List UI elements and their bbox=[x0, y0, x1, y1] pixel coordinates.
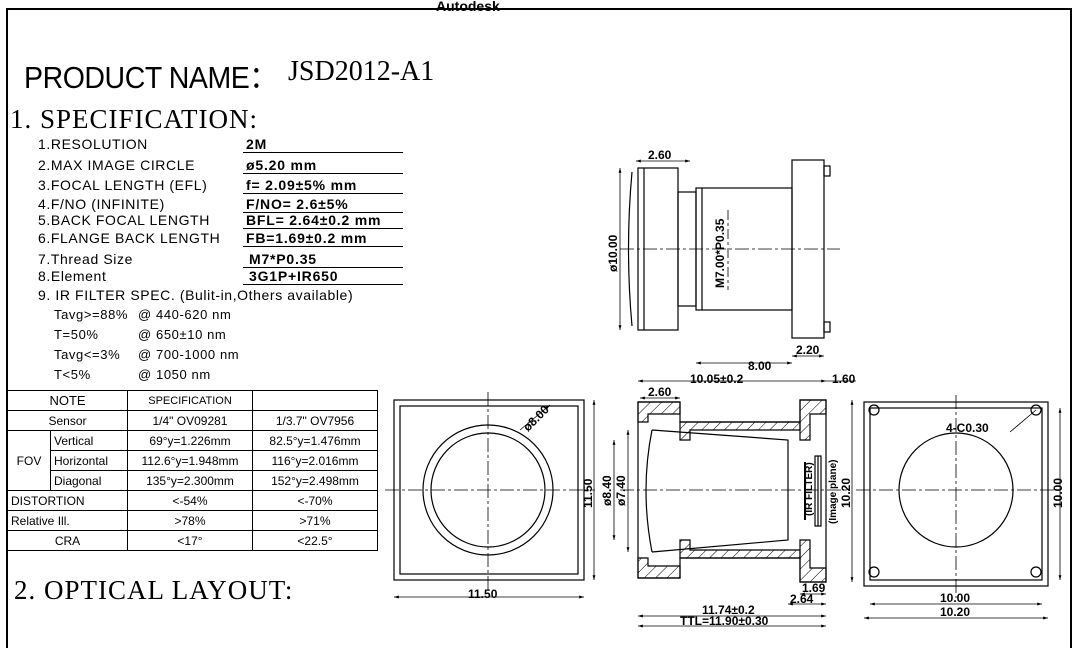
spec-underline bbox=[243, 193, 403, 194]
product-label: PRODUCT NAME： bbox=[24, 60, 278, 95]
drawing-frame bbox=[6, 8, 1072, 648]
ir-val: @ 700-1000 nm bbox=[138, 347, 240, 362]
table-row: Diagonal 135°y=2.300mm 152°y=2.498mm bbox=[8, 470, 378, 491]
dim-ttl: TTL=11.90±0.30 bbox=[680, 614, 769, 628]
spec-value: F/NO= 2.6±5% bbox=[246, 196, 349, 212]
spec-label: 2.MAX IMAGE CIRCLE bbox=[38, 157, 196, 173]
dim-side-dia: ø10.00 bbox=[606, 234, 620, 272]
dim-back-w2: 10.20 bbox=[940, 605, 970, 619]
spec-value: M7*P0.35 bbox=[249, 251, 317, 267]
table-row: CRA <17° <22.5° bbox=[7, 530, 378, 551]
spec-label: 1.RESOLUTION bbox=[38, 136, 148, 152]
dim-sec-flange: 1.60 bbox=[832, 372, 856, 386]
dim-sec-h: 10.20 bbox=[839, 478, 853, 508]
spec-value: ø5.20 mm bbox=[246, 157, 317, 173]
dim-thread: M7.00*P0.35 bbox=[713, 218, 727, 288]
section-optical-layout: 2. OPTICAL LAYOUT: bbox=[14, 575, 294, 605]
dim-front-h: 11.50 bbox=[581, 478, 595, 508]
section-view-drawing bbox=[612, 379, 856, 628]
table-row: Relative Ill. >78% >71% bbox=[7, 510, 378, 531]
spec-underline bbox=[243, 212, 403, 213]
label-image-plane: (Image plane) bbox=[828, 460, 839, 524]
dim-sec-total: 10.05±0.2 bbox=[690, 372, 744, 386]
dim-sec-d1: ø8.40 bbox=[600, 475, 614, 506]
spec-underline bbox=[243, 173, 403, 174]
spec-underline bbox=[243, 267, 403, 268]
back-view-drawing bbox=[856, 395, 1062, 620]
fov-row-b: 116°y=2.016mm bbox=[252, 450, 378, 471]
spec-value: FB=1.69±0.2 mm bbox=[246, 230, 368, 246]
spec-underline bbox=[243, 246, 403, 247]
spec-label: 3.FOCAL LENGTH (EFL) bbox=[38, 177, 208, 193]
spec-underline bbox=[243, 152, 403, 153]
fov-row-a: 69°y=1.226mm bbox=[127, 430, 253, 451]
spec-underline bbox=[243, 284, 403, 285]
spec-label: 5.BACK FOCAL LENGTH bbox=[38, 212, 210, 228]
ir-filter-title: 9. IR FILTER SPEC. (Bulit-in,Others avai… bbox=[38, 287, 354, 303]
spec-label: 6.FLANGE BACK LENGTH bbox=[38, 230, 221, 246]
spec-underline bbox=[243, 228, 403, 229]
dim-sec-d2: ø7.40 bbox=[614, 475, 628, 506]
ir-cond: T<5% bbox=[54, 367, 91, 382]
row-label: CRA bbox=[7, 530, 128, 551]
dim-front-w: 11.50 bbox=[468, 587, 498, 601]
spec-label: 7.Thread Size bbox=[38, 251, 133, 267]
dim-back-h: 10.00 bbox=[1051, 478, 1065, 508]
section-specification: 1. SPECIFICATION: bbox=[10, 104, 259, 134]
dim-side-top: 2.60 bbox=[648, 148, 672, 162]
table-row: Horizontal 112.6°y=1.948mm 116°y=2.016mm bbox=[8, 450, 378, 471]
fov-table: NOTE SPECIFICATION Sensor 1/4" OV09281 1… bbox=[7, 390, 378, 551]
spec-label: 4.F/NO (INFINITE) bbox=[38, 196, 165, 212]
dim-bfl: 2.64 bbox=[790, 592, 814, 606]
dim-sec-top: 2.60 bbox=[648, 385, 672, 399]
spec-label: 8.Element bbox=[38, 268, 107, 284]
ir-cond: Tavg>=88% bbox=[54, 307, 129, 322]
row-a: <17° bbox=[127, 530, 253, 551]
fov-label: FOV bbox=[7, 430, 51, 491]
product-name: JSD2012-A1 bbox=[288, 56, 435, 87]
table-row: NOTE SPECIFICATION bbox=[7, 390, 378, 411]
front-view-drawing bbox=[385, 392, 596, 599]
ir-cond: T=50% bbox=[54, 327, 99, 342]
row-b: <22.5° bbox=[252, 530, 378, 551]
dim-len1: 11.74±0.2 bbox=[702, 603, 755, 617]
side-view-drawing bbox=[618, 159, 840, 365]
dim-side-len: 8.00 bbox=[748, 359, 772, 373]
ir-cond: Tavg<=3% bbox=[54, 347, 121, 362]
dim-fb: 1.69 bbox=[802, 581, 826, 595]
app-header: Autodesk bbox=[436, 0, 500, 14]
spec-value: 2M bbox=[246, 136, 268, 152]
spec-value: 3G1P+IR650 bbox=[249, 268, 339, 284]
table-row: FOV Vertical 69°y=1.226mm 82.5°y=1.476mm bbox=[7, 430, 378, 491]
ir-val: @ 1050 nm bbox=[138, 367, 211, 382]
spec-value: BFL= 2.64±0.2 mm bbox=[246, 212, 382, 228]
ir-val: @ 440-620 nm bbox=[138, 307, 232, 322]
ir-val: @ 650±10 nm bbox=[138, 327, 227, 342]
dim-back-chamfer: 4-C0.30 bbox=[946, 421, 989, 435]
sensor-b: 1/3.7" OV7956 bbox=[252, 410, 378, 431]
dim-side-flange: 2.20 bbox=[796, 343, 820, 357]
label-ir-filter: (IR FILTER) bbox=[804, 462, 815, 516]
spec-value: f= 2.09±5% mm bbox=[246, 177, 358, 193]
dim-back-w1: 10.00 bbox=[940, 591, 970, 605]
